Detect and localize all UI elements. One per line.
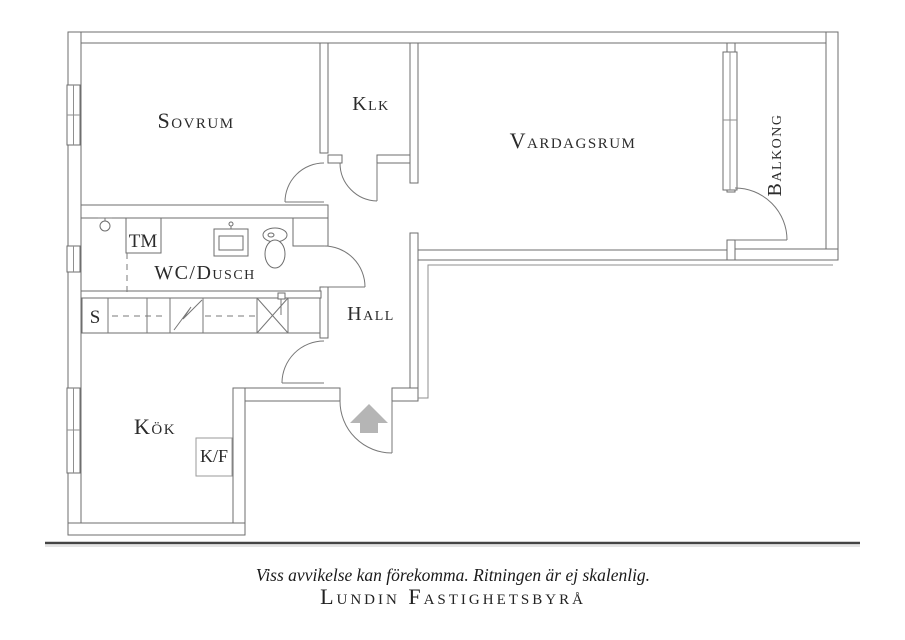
label-sovrum: Sovrum: [157, 108, 234, 133]
label-s: S: [90, 307, 101, 328]
interior-walls: [80, 42, 736, 524]
wall-kitchen-bottom: [67, 522, 246, 536]
wall-sovrum-klk: [319, 42, 329, 154]
label-kok: Kök: [134, 414, 176, 439]
kitchen-sink-icon: [256, 292, 289, 334]
wall-top: [67, 31, 839, 44]
wall-sovrum-bottom: [80, 204, 329, 219]
fridge-freezer-box: [195, 437, 233, 477]
counter-outline: [81, 297, 321, 334]
label-balkong: Balkong: [764, 114, 786, 197]
washing-machine-box: [125, 217, 162, 254]
wall-wc-chase: [292, 217, 329, 247]
entry-arrow-icon: [350, 404, 388, 433]
stove-icon: [173, 299, 203, 331]
windows: [66, 51, 738, 474]
label-vardagsrum: Vardagsrum: [510, 128, 637, 153]
window-balcony: [722, 51, 738, 191]
label-klk: Klk: [352, 93, 390, 115]
toilet-icon: [262, 227, 288, 269]
wall-klk-bottom-left: [327, 154, 343, 164]
label-hall: Hall: [347, 303, 395, 325]
bathroom-fixtures: [98, 217, 288, 294]
door-wc: [323, 245, 366, 288]
wall-vardagsrum-bottom: [417, 249, 731, 261]
doors: [281, 162, 788, 454]
wall-entry-right: [391, 387, 419, 402]
sink-icon: [213, 221, 249, 257]
door-kitchen: [281, 340, 325, 384]
wall-kitchen-right: [232, 387, 246, 524]
wall-kitchen-entry: [232, 387, 341, 402]
window-wc: [66, 245, 81, 273]
window-sovrum: [66, 84, 81, 146]
footer: Viss avvikelse kan förekomma. Ritningen …: [45, 541, 860, 609]
wall-balcony-bottom: [729, 248, 839, 261]
label-kf: K/F: [200, 446, 228, 466]
door-entry: [339, 400, 393, 454]
door-klk: [339, 162, 378, 202]
shower-icon: [98, 217, 112, 232]
label-tm: TM: [129, 231, 158, 252]
label-wc-dusch: WC/Dusch: [154, 262, 256, 284]
wall-balcony-right: [825, 31, 839, 261]
wall-hall-vardagsrum: [409, 232, 419, 391]
footer-agency: Lundin Fastighetsbyrå: [320, 584, 586, 609]
window-kitchen: [66, 387, 81, 474]
door-sovrum: [284, 162, 325, 203]
wall-balkong-stub: [726, 239, 736, 261]
footer-disclaimer: Viss avvikelse kan förekomma. Ritningen …: [256, 565, 650, 585]
room-labels: Sovrum Klk Vardagsrum Balkong WC/Dusch H…: [90, 93, 786, 466]
kitchen-counter: [81, 292, 321, 477]
door-balcony: [734, 187, 788, 241]
wall-klk-vardagsrum: [409, 42, 419, 184]
building-outline: [418, 264, 833, 399]
